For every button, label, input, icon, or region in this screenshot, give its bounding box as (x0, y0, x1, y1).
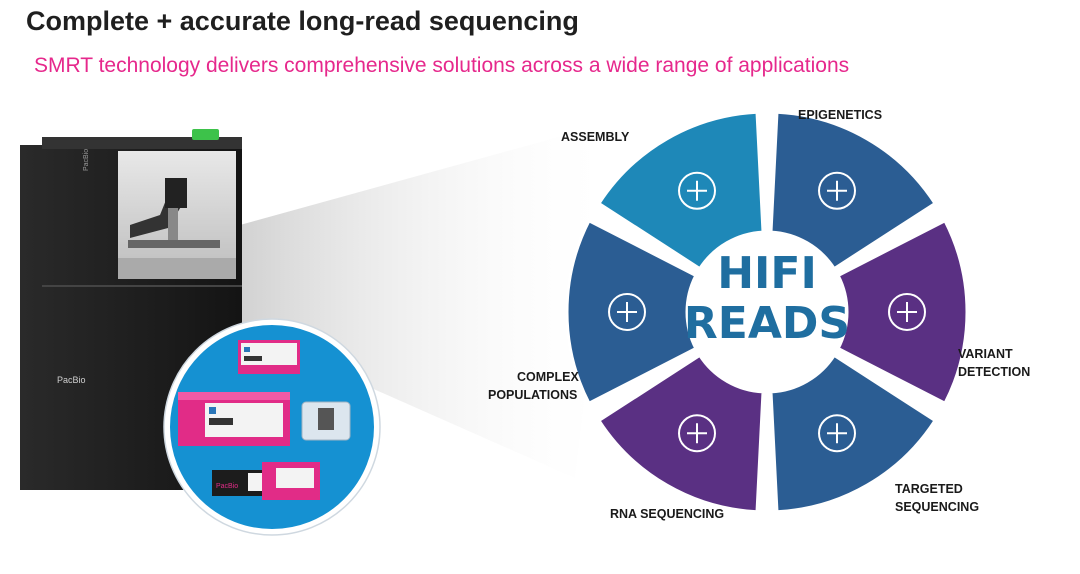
status-light (192, 129, 219, 140)
hifi-wheel (565, 110, 969, 514)
cubes-icon (678, 171, 716, 210)
wheel-segment (769, 110, 937, 271)
page-title: Complete + accurate long-read sequencing (26, 6, 579, 36)
label-variant-line1: VARIANT (958, 347, 1013, 361)
label-rna-sequencing: RNA SEQUENCING (610, 507, 724, 521)
label-complex-line2: POPULATIONS (488, 388, 577, 402)
label-variant-line2: DETECTION (958, 365, 1030, 379)
kit-brand-logo: PacBio (216, 483, 238, 490)
magnifier-grid-icon (888, 293, 926, 331)
label-targeted-line2: SEQUENCING (895, 500, 979, 514)
consumables-inset: PacBio (163, 318, 381, 536)
label-targeted-line1: TARGETED (895, 482, 963, 496)
sliders-icon (678, 414, 716, 453)
wheel-segment (769, 353, 937, 514)
wheel-center-line1: HIFI (717, 248, 817, 299)
molecule-nodes-icon (818, 171, 856, 210)
projection-beam (240, 120, 620, 478)
label-assembly: ASSEMBLY (561, 130, 630, 144)
wheel-segment (597, 110, 765, 271)
page-subtitle: SMRT technology delivers comprehensive s… (34, 54, 850, 77)
instrument-brand-logo: PacBio (57, 375, 86, 385)
svg-text:PacBio: PacBio (83, 149, 90, 171)
wheel-segment (597, 353, 765, 514)
label-epigenetics: EPIGENETICS (798, 108, 882, 122)
wheel-center-line2: READS (684, 298, 850, 349)
shapes-grid-icon (608, 293, 646, 331)
label-complex-line1: COMPLEX (517, 370, 579, 384)
radar-target-icon (818, 414, 856, 453)
